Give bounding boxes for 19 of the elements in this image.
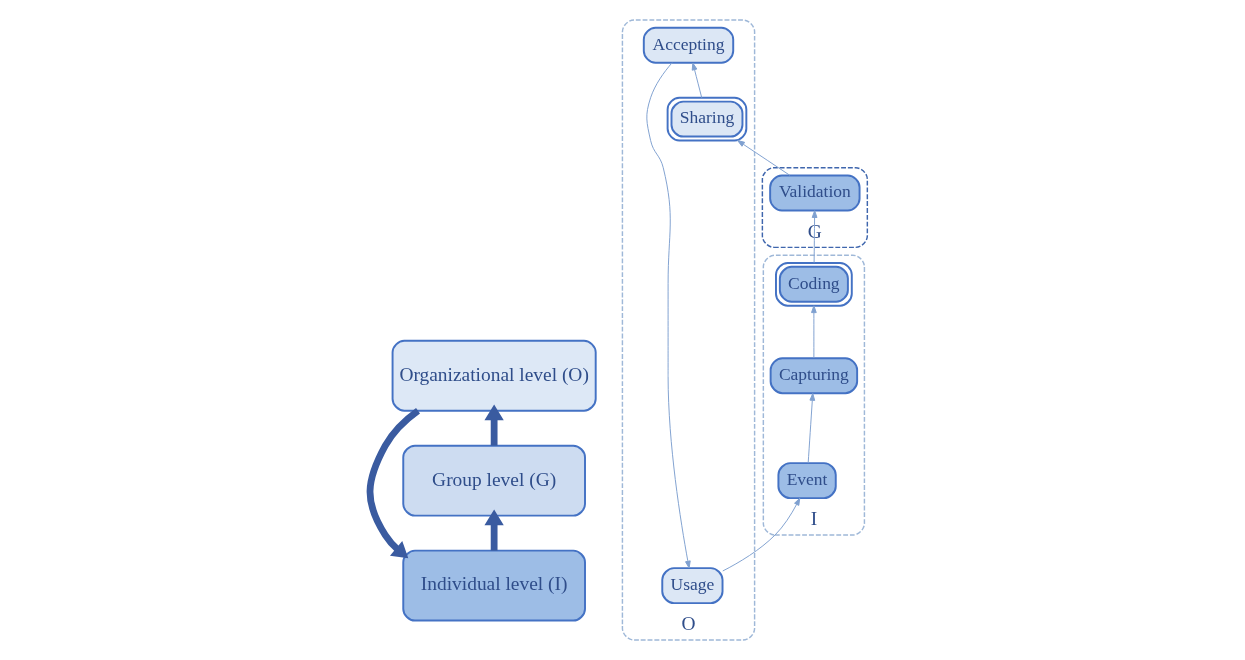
- arrow: [646, 62, 691, 569]
- node-box: Group level (G): [402, 444, 586, 517]
- node-box: Accepting: [642, 26, 735, 64]
- arrow: [811, 305, 817, 359]
- arrow: [366, 407, 421, 559]
- node-box: Validation: [769, 174, 861, 212]
- arrow: [484, 509, 504, 551]
- node-box: Organizational level (O): [391, 339, 597, 412]
- node-box: Event: [777, 462, 837, 500]
- node-box: Capturing: [769, 357, 859, 395]
- arrow: [691, 62, 703, 99]
- node-box: Individual level (I): [402, 549, 586, 622]
- arrow: [807, 393, 816, 464]
- node-box: Usage: [661, 567, 724, 605]
- arrow: [484, 404, 504, 446]
- arrow: [811, 210, 818, 264]
- node-box: Sharing: [666, 96, 748, 142]
- arrow: [737, 140, 791, 176]
- arrow: [722, 497, 801, 572]
